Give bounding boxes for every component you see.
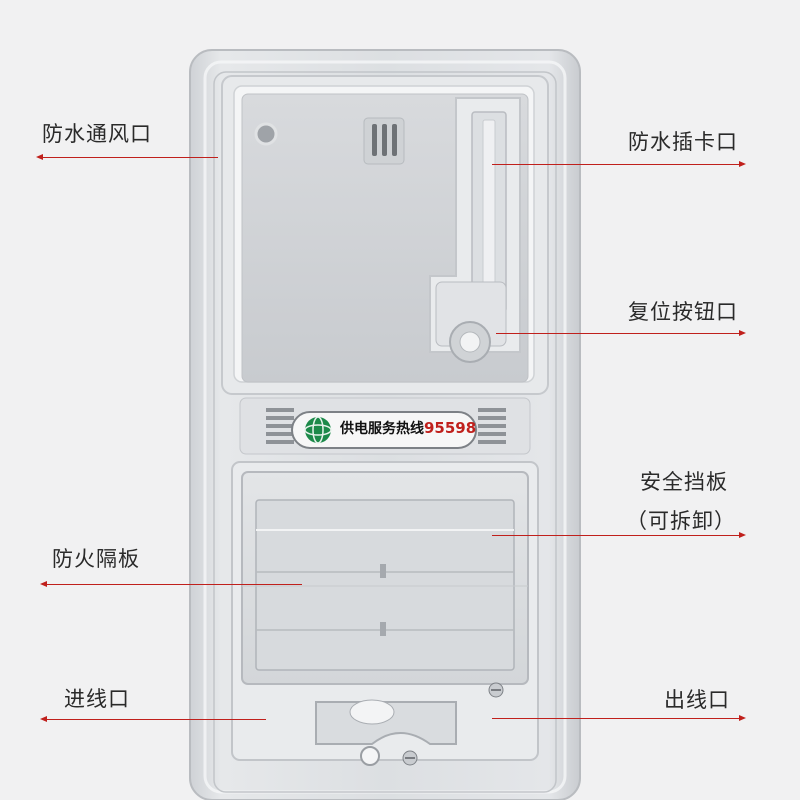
wire-opening bbox=[315, 699, 457, 766]
arrow-fire-partition bbox=[40, 581, 302, 587]
hotline-label: 供电服务热线 bbox=[340, 421, 424, 437]
hotline-text: 供电服务热线95598 bbox=[340, 418, 476, 438]
callout-waterproof-card-slot: 防水插卡口 bbox=[628, 130, 738, 154]
state-grid-logo-icon bbox=[304, 416, 332, 444]
callout-waterproof-vent: 防水通风口 bbox=[42, 122, 152, 146]
top-vent-slots bbox=[363, 117, 405, 165]
callout-safety-baffle-note: （可拆卸） bbox=[626, 509, 736, 533]
side-vents bbox=[266, 408, 506, 444]
card-slot-channel bbox=[429, 97, 521, 363]
vent-hole-icon bbox=[254, 122, 278, 146]
callout-reset-button-port: 复位按钮口 bbox=[628, 300, 738, 324]
callout-wire-inlet: 进线口 bbox=[64, 687, 130, 711]
safety-baffle bbox=[241, 471, 529, 685]
arrow-reset-button-port bbox=[496, 330, 746, 336]
arrow-waterproof-vent bbox=[36, 154, 218, 160]
hotline-sticker bbox=[291, 411, 477, 449]
arrow-wire-outlet bbox=[492, 715, 746, 721]
arrow-safety-baffle bbox=[492, 532, 746, 538]
callout-wire-outlet: 出线口 bbox=[664, 688, 730, 712]
callout-fire-partition: 防火隔板 bbox=[52, 547, 140, 571]
callout-safety-baffle: 安全挡板 bbox=[640, 470, 728, 494]
hotline-number: 95598 bbox=[424, 419, 477, 437]
arrow-wire-inlet bbox=[40, 716, 266, 722]
screw-icon bbox=[402, 682, 504, 766]
arrow-waterproof-card-slot bbox=[492, 161, 746, 167]
